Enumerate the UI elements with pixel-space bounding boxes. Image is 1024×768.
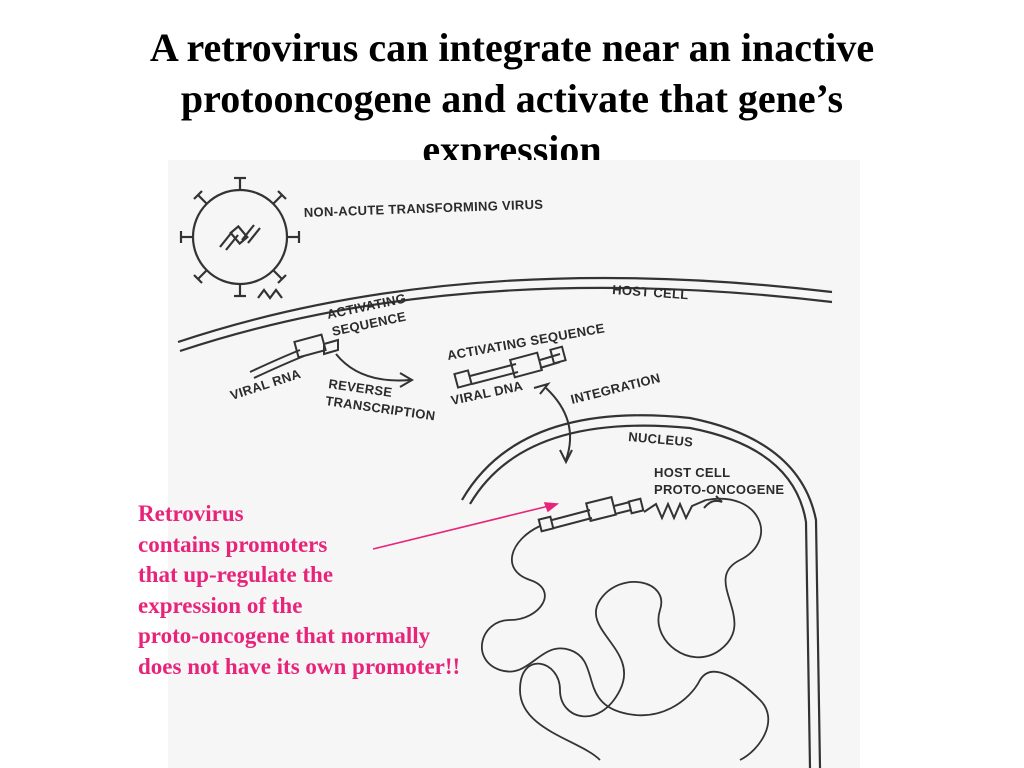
host-cell-membrane — [177, 276, 833, 353]
annotation-arrow — [372, 502, 560, 550]
label-proto-oncogene: PROTO-ONCOGENE — [654, 482, 784, 497]
label-host-cell-nucleus: HOST CELL — [654, 465, 730, 480]
virus-particle — [179, 176, 301, 300]
proto-oncogene-zigzag — [643, 499, 707, 521]
viral-dna-strand — [453, 345, 567, 389]
label-host-cell: HOST CELL — [612, 282, 689, 302]
viral-rna-strand — [249, 333, 339, 379]
reverse-transcription-arrow — [335, 353, 414, 388]
label-viral-rna: VIRAL RNA — [228, 366, 303, 403]
figure-background — [168, 160, 860, 768]
integration-arrow — [545, 387, 573, 465]
label-integration: INTEGRATION — [569, 370, 662, 407]
label-virus: NON-ACUTE TRANSFORMING VIRUS — [304, 197, 544, 220]
viral-dna-pointer — [533, 382, 551, 395]
nucleus-envelope — [461, 414, 822, 768]
annotation-text: Retrovirus contains promoters that up-re… — [138, 501, 461, 679]
label-nucleus: NUCLEUS — [628, 429, 694, 450]
label-viral-dna: VIRAL DNA — [450, 378, 525, 408]
oncogene-pointer — [703, 495, 723, 509]
chromatin-strand — [481, 497, 770, 761]
integrated-provirus — [537, 495, 645, 533]
